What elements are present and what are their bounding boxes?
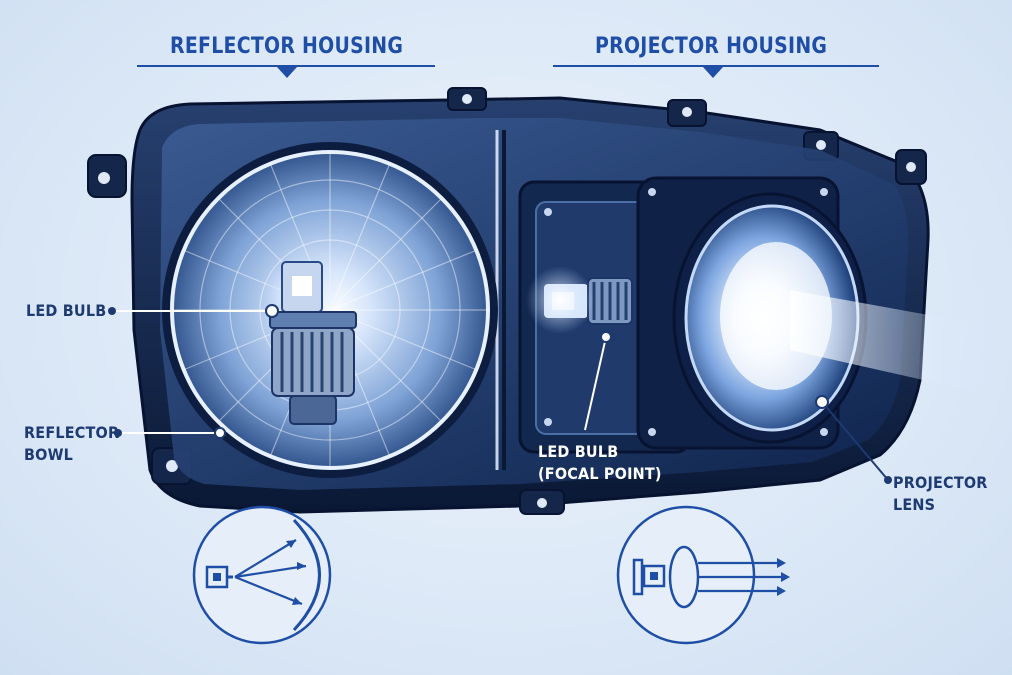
reflector-diagram-icon bbox=[192, 505, 332, 645]
projector-lens bbox=[672, 192, 1012, 444]
led-bulb-focal-label: LED BULB (FOCAL POINT) bbox=[538, 442, 662, 483]
reflector-bowl bbox=[162, 142, 498, 478]
callout-dots bbox=[108, 304, 892, 484]
reflector-housing-title: REFLECTOR HOUSING bbox=[170, 34, 404, 59]
callout-lines bbox=[112, 310, 607, 434]
projector-housing-title: PROJECTOR HOUSING bbox=[595, 34, 828, 59]
projector-diagram-icon bbox=[616, 505, 790, 645]
header-rule-right bbox=[553, 65, 879, 78]
projector-lens-label: PROJECTOR LENS bbox=[893, 473, 988, 514]
led-bulb-reflector bbox=[269, 261, 357, 425]
header-rule-left bbox=[137, 65, 435, 78]
led-bulb-label: LED BULB bbox=[26, 301, 107, 320]
reflector-bowl-label: REFLECTOR BOWL bbox=[24, 423, 120, 464]
